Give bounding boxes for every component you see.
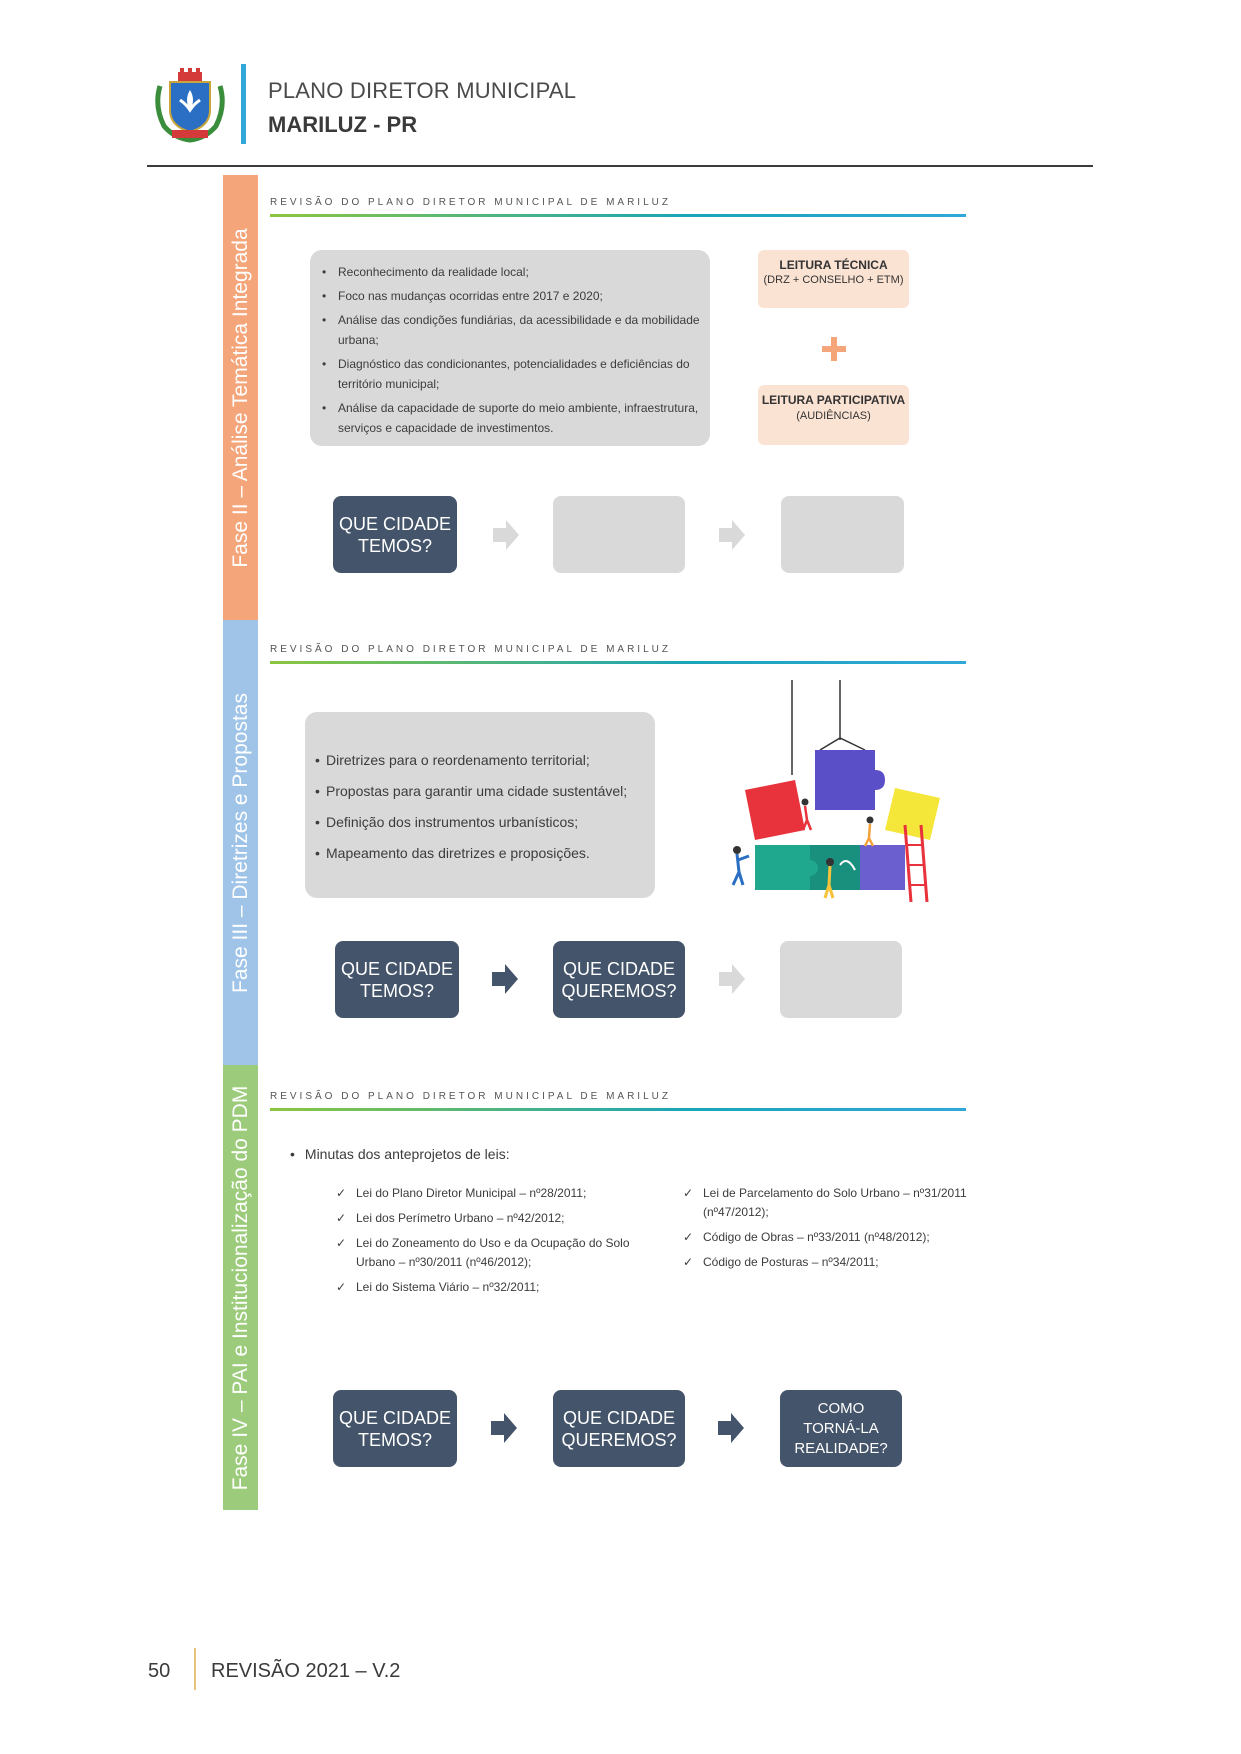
section-2-header: REVISÃO DO PLANO DIRETOR MUNICIPAL DE MA… xyxy=(270,644,966,664)
list-item: Diagnóstico das condicionantes, potencia… xyxy=(318,354,702,394)
header-accent-bar xyxy=(241,64,246,144)
list-item: Lei de Parcelamento do Solo Urbano – nº3… xyxy=(683,1184,983,1222)
flow-box-text: QUE CIDADE QUEREMOS? xyxy=(561,958,677,1001)
list-item: Propostas para garantir uma cidade suste… xyxy=(313,781,647,801)
section-1-header: REVISÃO DO PLANO DIRETOR MUNICIPAL DE MA… xyxy=(270,197,966,217)
list-item: Lei do Zoneamento do Uso e da Ocupação d… xyxy=(336,1234,656,1272)
section-3-header: REVISÃO DO PLANO DIRETOR MUNICIPAL DE MA… xyxy=(270,1091,966,1111)
section-2-gradient-line xyxy=(270,661,966,664)
puzzle-teamwork-illustration xyxy=(731,680,940,903)
list-item: Análise da capacidade de suporte do meio… xyxy=(318,398,702,438)
leitura-participativa-title: LEITURA PARTICIPATIVA xyxy=(761,393,906,407)
laws-list-right: Lei de Parcelamento do Solo Urbano – nº3… xyxy=(683,1184,983,1278)
list-item: Lei do Plano Diretor Municipal – nº28/20… xyxy=(336,1184,656,1203)
document-title: PLANO DIRETOR MUNICIPAL xyxy=(268,78,577,103)
phase-3-bar: Fase III – Diretrizes e Propostas xyxy=(223,620,258,1065)
flow-box-temos: QUE CIDADE TEMOS? xyxy=(333,496,457,573)
phase-4-bar: Fase IV – PAI e Institucionalização do P… xyxy=(223,1065,258,1510)
phase-4-label: Fase IV – PAI e Institucionalização do P… xyxy=(228,1085,252,1490)
section-3-label: REVISÃO DO PLANO DIRETOR MUNICIPAL DE MA… xyxy=(270,1091,671,1102)
arrow-right-icon xyxy=(718,1413,744,1443)
phase-3-label: Fase III – Diretrizes e Propostas xyxy=(228,692,252,993)
flow-box-text: QUE CIDADE QUEREMOS? xyxy=(561,1407,677,1450)
flow-box-queremos: QUE CIDADE QUEREMOS? xyxy=(553,941,685,1018)
flow-box-placeholder xyxy=(781,496,904,573)
section-1-gradient-line xyxy=(270,214,966,217)
flow-box-text: QUE CIDADE TEMOS? xyxy=(340,958,454,1001)
flow-box-text: COMO TORNÁ-LA REALIDADE? xyxy=(794,1399,888,1457)
list-item: Reconhecimento da realidade local; xyxy=(318,262,702,282)
flow-box-placeholder xyxy=(553,496,685,573)
footer-divider xyxy=(194,1648,196,1690)
leitura-participativa-detail: (AUDIÊNCIAS) xyxy=(796,410,871,422)
flow-box-placeholder xyxy=(780,941,902,1018)
flow-box-temos: QUE CIDADE TEMOS? xyxy=(335,941,459,1018)
section-2-label: REVISÃO DO PLANO DIRETOR MUNICIPAL DE MA… xyxy=(270,644,671,655)
list-item: Código de Posturas – nº34/2011; xyxy=(683,1253,983,1272)
flow-box-temos: QUE CIDADE TEMOS? xyxy=(333,1390,457,1467)
list-item: Lei dos Perímetro Urbano – nº42/2012; xyxy=(336,1209,656,1228)
page-number: 50 xyxy=(148,1660,171,1682)
list-item: Lei do Sistema Viário – nº32/2011; xyxy=(336,1278,656,1297)
arrow-right-icon xyxy=(492,964,518,994)
laws-list-left: Lei do Plano Diretor Municipal – nº28/20… xyxy=(336,1184,656,1303)
leitura-participativa-box: LEITURA PARTICIPATIVA (AUDIÊNCIAS) xyxy=(758,385,909,445)
list-item: Código de Obras – nº33/2011 (nº48/2012); xyxy=(683,1228,983,1247)
mariluz-coat-of-arms-logo xyxy=(155,68,225,143)
leitura-tecnica-title: LEITURA TÉCNICA xyxy=(779,258,888,272)
arrow-right-icon xyxy=(719,520,745,550)
flow-box-text: QUE CIDADE TEMOS? xyxy=(338,1407,452,1450)
list-item: Análise das condições fundiárias, da ace… xyxy=(318,310,702,350)
section-3-gradient-line xyxy=(270,1108,966,1111)
flow-box-text: QUE CIDADE TEMOS? xyxy=(338,513,452,556)
arrow-right-icon xyxy=(491,1413,517,1443)
arrow-right-icon xyxy=(493,520,519,550)
document-subtitle: MARILUZ - PR xyxy=(268,112,418,137)
footer-revision: REVISÃO 2021 – V.2 xyxy=(211,1660,401,1682)
leitura-tecnica-box: LEITURA TÉCNICA (DRZ + CONSELHO + ETM) xyxy=(758,250,909,308)
flow-box-queremos: QUE CIDADE QUEREMOS? xyxy=(553,1390,685,1467)
header-divider xyxy=(147,165,1093,167)
flow-box-realidade: COMO TORNÁ-LA REALIDADE? xyxy=(780,1390,902,1467)
analysis-bullets-box: Reconhecimento da realidade local; Foco … xyxy=(310,250,710,446)
section-1-label: REVISÃO DO PLANO DIRETOR MUNICIPAL DE MA… xyxy=(270,197,671,208)
arrow-right-icon xyxy=(719,964,745,994)
phase-2-label: Fase II – Análise Temática Integrada xyxy=(228,227,252,568)
minutas-intro: Minutas dos anteprojetos de leis: xyxy=(290,1146,510,1162)
leitura-tecnica-detail: (DRZ + CONSELHO + ETM) xyxy=(763,274,904,286)
phase-2-bar: Fase II – Análise Temática Integrada xyxy=(223,175,258,620)
list-item: Diretrizes para o reordenamento territor… xyxy=(313,750,647,770)
list-item: Mapeamento das diretrizes e proposições. xyxy=(313,843,647,863)
proposals-bullets-box: Diretrizes para o reordenamento territor… xyxy=(305,712,655,898)
plus-icon xyxy=(822,337,846,361)
list-item: Foco nas mudanças ocorridas entre 2017 e… xyxy=(318,286,702,306)
list-item: Definição dos instrumentos urbanísticos; xyxy=(313,812,647,832)
